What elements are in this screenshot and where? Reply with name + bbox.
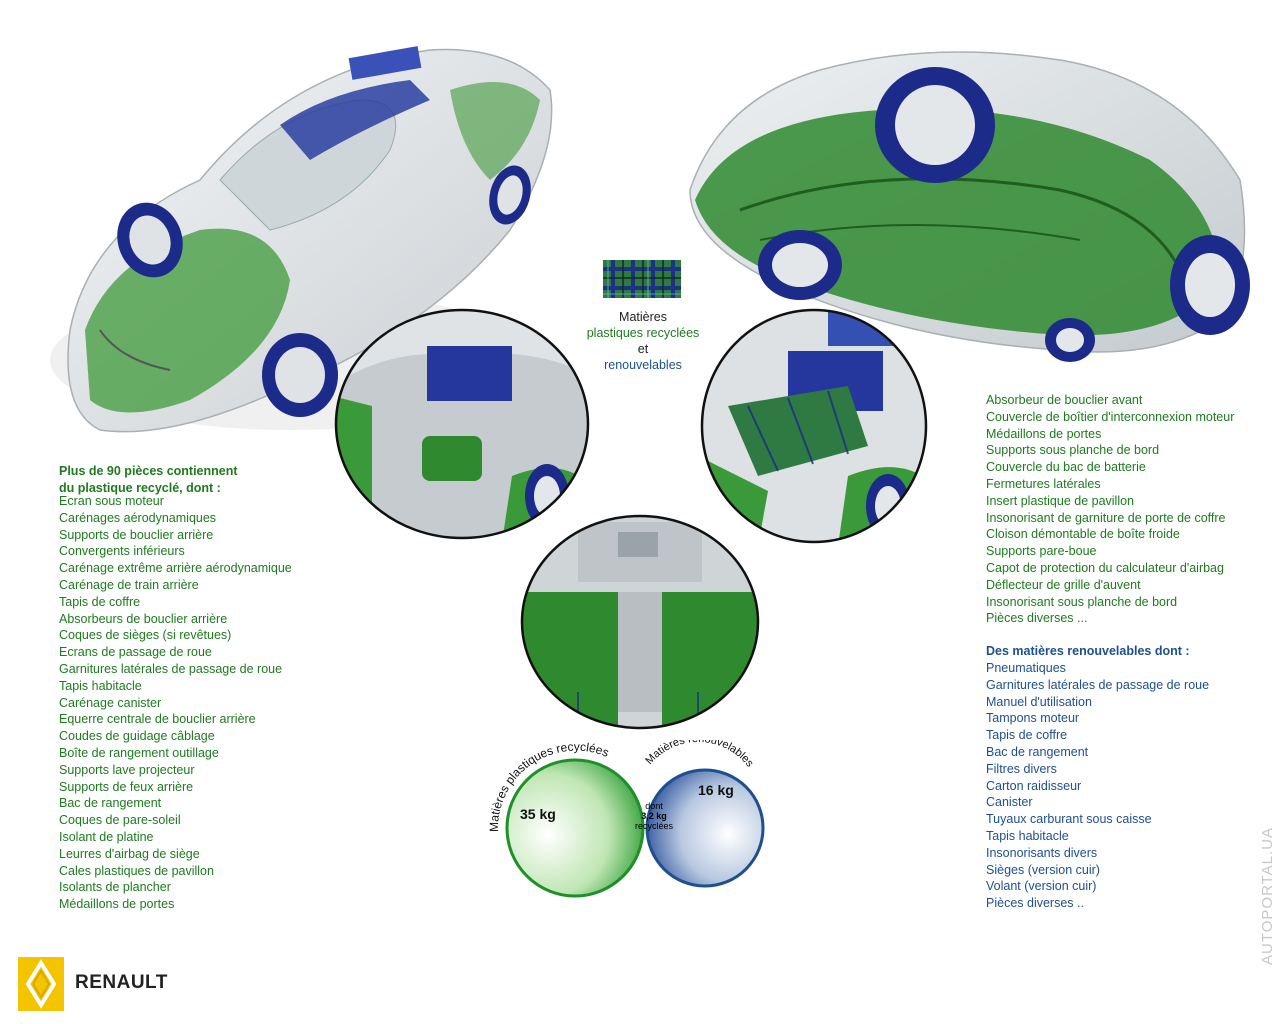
list-item: Isolants de plancher	[59, 880, 171, 895]
cabin-floor-detail-circle	[520, 514, 760, 730]
overlap-caption: dont 3,2 kg recyclées	[626, 801, 682, 831]
list-item: Bac de rangement	[59, 796, 162, 811]
list-item: Couvercle du bac de batterie	[986, 460, 1146, 475]
overlap-line-1: dont	[645, 801, 663, 811]
car-top-view-illustration	[50, 46, 553, 433]
list-item: Manuel d'utilisation	[986, 694, 1092, 709]
list-item: Tuyaux carburant sous caisse	[986, 812, 1152, 827]
list-item: Carénage de train arrière	[59, 577, 199, 592]
list-item: Insonorisant sous planche de bord	[986, 594, 1178, 609]
list-item: Déflecteur de grille d'auvent	[986, 577, 1141, 592]
svg-text:AUTOPORTAL.UA: AUTOPORTAL.UA	[1259, 827, 1276, 965]
list-item: Tampons moteur	[986, 711, 1080, 726]
venn-diagram: Matières plastiques recyclées Matières r…	[487, 740, 765, 898]
list-item: Absorbeur de bouclier avant	[986, 393, 1143, 407]
list-item: Carénage canister	[59, 695, 162, 710]
legend-line-3: et	[637, 342, 649, 356]
list-item: Médaillons de portes	[986, 426, 1102, 441]
list-item: Tapis de coffre	[986, 728, 1068, 743]
tartan-swatch-icon	[603, 260, 681, 298]
car-underside-illustration	[689, 51, 1250, 362]
list-item: Insonorisant de garniture de porte de co…	[986, 510, 1226, 525]
legend-line-2: plastiques recyclées	[586, 326, 700, 340]
list-item: Supports sous planche de bord	[986, 443, 1160, 458]
watermark: AUTOPORTAL.UA	[1259, 827, 1276, 965]
list-item: Boîte de rangement outillage	[59, 745, 219, 760]
trunk-mat-detail-circle	[700, 308, 928, 544]
list-item: Supports pare-boue	[986, 544, 1097, 559]
list-item: Cales plastiques de pavillon	[59, 863, 214, 878]
list-item: Ecran sous moteur	[59, 494, 164, 508]
recycled-heading-line-1: Plus de 90 pièces contiennent	[59, 464, 238, 478]
list-item: Tapis habitacle	[59, 678, 142, 693]
recycled-circle	[507, 760, 643, 896]
renewable-heading: Des matières renouvelables dont :	[986, 644, 1190, 658]
list-item: Bac de rangement	[986, 744, 1089, 759]
brand-name: RENAULT	[75, 972, 168, 993]
list-item: Supports de bouclier arrière	[59, 527, 214, 542]
list-item: Insert plastique de pavillon	[986, 493, 1135, 508]
list-item: Supports lave projecteur	[59, 762, 195, 777]
list-item: Fermetures latérales	[986, 476, 1101, 491]
list-item: Equerre centrale de bouclier arrière	[59, 712, 256, 727]
list-item: Coques de sièges (si revêtues)	[59, 628, 232, 643]
overlap-line-2: 3,2 kg	[641, 811, 667, 821]
renewable-circle	[647, 770, 763, 886]
recycled-heading-line-2: du plastique recyclé, dont :	[59, 480, 221, 495]
renault-logo-icon	[18, 957, 64, 1011]
list-item: Couvercle de boîtier d'interconnexion mo…	[986, 409, 1235, 424]
recycled-heading: Plus de 90 pièces contiennent du plastiq…	[59, 463, 238, 497]
list-item: Carénage extrême arrière aérodynamique	[59, 561, 292, 576]
list-item: Tapis habitacle	[986, 828, 1069, 843]
trunk-detail-circle	[334, 308, 590, 540]
list-item: Tapis de coffre	[59, 594, 141, 609]
list-item: Garnitures latérales de passage de roue	[59, 661, 283, 676]
list-item: Convergents inférieurs	[59, 544, 185, 559]
list-item: Sièges (version cuir)	[986, 862, 1100, 877]
list-item: Pièces diverses ..	[986, 896, 1084, 911]
renewable-mass: 16 kg	[698, 782, 734, 798]
list-item: Pneumatiques	[986, 661, 1066, 675]
list-item: Supports de feux arrière	[59, 779, 194, 794]
list-item: Coudes de guidage câblage	[59, 729, 215, 744]
legend-line-4: renouvelables	[604, 358, 682, 372]
overlap-line-3: recyclées	[634, 821, 673, 831]
list-item: Capot de protection du calculateur d'air…	[986, 560, 1224, 575]
list-item: Insonorisants divers	[986, 845, 1098, 860]
legend-line-1: Matières	[619, 310, 667, 324]
list-item: Carénages aérodynamiques	[59, 510, 217, 525]
list-item: Leurres d'airbag de siège	[59, 846, 200, 861]
list-item: Garnitures latérales de passage de roue	[986, 677, 1210, 692]
list-item: Cloison démontable de boîte froide	[986, 527, 1180, 542]
list-item: Médaillons de portes	[59, 897, 175, 912]
recycled-mass: 35 kg	[520, 806, 556, 822]
renewable-arc-label: Matières renouvelables	[643, 740, 756, 770]
list-item: Volant (version cuir)	[986, 879, 1097, 894]
list-item: Carton raidisseur	[986, 778, 1082, 793]
list-item: Isolant de platine	[59, 829, 154, 844]
list-item: Canister	[986, 795, 1033, 810]
list-item: Pièces diverses ...	[986, 611, 1088, 626]
list-item: Absorbeurs de bouclier arrière	[59, 611, 228, 626]
legend-caption: Matières plastiques recyclées et renouve…	[568, 309, 718, 373]
list-item: Filtres divers	[986, 761, 1057, 776]
list-item: Coques de pare-soleil	[59, 813, 181, 828]
list-item: Ecrans de passage de roue	[59, 645, 212, 660]
